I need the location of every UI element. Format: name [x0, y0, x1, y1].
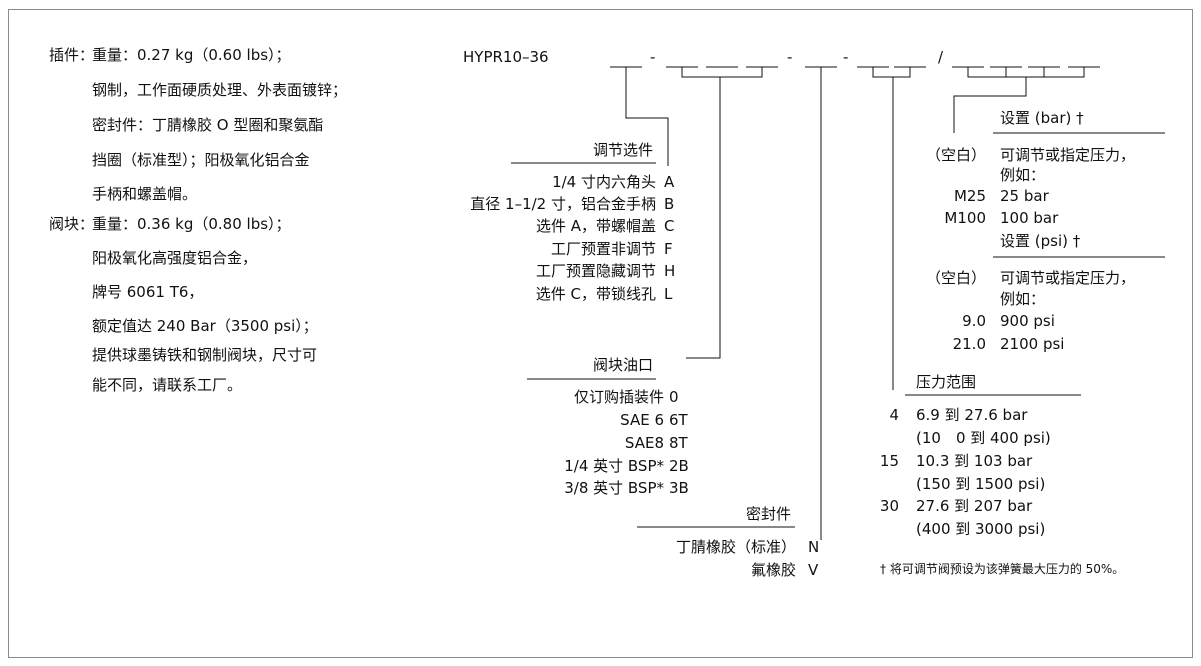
adjustment-code-l: L [664, 285, 673, 303]
code-dash-2: - [787, 48, 793, 66]
adjustment-label-b: 直径 1–1/2 寸，铝合金手柄 [470, 195, 656, 213]
setting-bar-desc-m25: 25 bar [1000, 187, 1049, 205]
pressure-30-bar: 27.6 到 207 bar [916, 497, 1033, 515]
seal-code-n: N [808, 538, 820, 556]
code-dash-1: - [650, 48, 656, 66]
setting-bar-code-m25: M25 [953, 187, 986, 205]
seal-label-n: 丁腈橡胶（标准） [675, 538, 796, 556]
ports-title: 阀块油口 [592, 356, 653, 374]
body-line-6: 能不同，请联系工厂。 [92, 376, 243, 394]
setting-bar-code-m100: M100 [944, 209, 986, 227]
cartridge-line-5: 手柄和螺盖帽。 [92, 185, 198, 203]
port-label-8t: SAE8 [624, 434, 664, 452]
setting-bar-title: 设置 (bar) † [1000, 109, 1084, 127]
document-frame [8, 9, 1193, 658]
cartridge-label: 插件： [49, 46, 95, 64]
port-label-6t: SAE 6 [620, 411, 664, 429]
cartridge-line-2: 钢制，工作面硬质处理、外表面镀锌； [92, 81, 348, 99]
pressure-code-4: 4 [889, 406, 899, 424]
port-code-8t: 8T [669, 434, 688, 452]
pressure-code-30: 30 [879, 497, 899, 515]
pressure-15-psi: (150 到 1500 psi) [916, 475, 1046, 493]
adjustment-code-b: B [664, 195, 675, 213]
port-code-0: 0 [669, 388, 679, 406]
pressure-30-psi: (400 到 3000 psi) [916, 520, 1046, 538]
port-code-2b: 2B [669, 457, 689, 475]
model-number: HYPR10–36 [463, 48, 549, 66]
setting-bar-code-blank: （空白） [925, 146, 986, 164]
pressure-4-bar: 6.9 到 27.6 bar [916, 406, 1028, 424]
port-code-6t: 6T [669, 411, 688, 429]
pressure-code-15: 15 [879, 452, 899, 470]
body-line-5: 提供球墨铸铁和钢制阀块，尺寸可 [92, 346, 318, 364]
setting-psi-code-blank: （空白） [925, 269, 986, 287]
adjustment-title: 调节选件 [592, 141, 653, 159]
adjustment-label-f: 工厂预置非调节 [550, 240, 656, 258]
adjustment-label-l: 选件 C，带锁线孔 [535, 285, 656, 303]
setting-bar-desc-1: 可调节或指定压力， [1000, 146, 1136, 164]
port-label-3b: 3/8 英寸 BSP* [564, 479, 664, 497]
port-label-0: 仅订购插装件 [573, 388, 664, 406]
footnote: † 将可调节阀预设为该弹簧最大压力的 50%。 [880, 562, 1125, 576]
code-dash-3: - [843, 48, 849, 66]
adjustment-code-h: H [664, 262, 676, 280]
adjustment-label-a: 1/4 寸内六角头 [552, 173, 656, 191]
seal-label-v: 氟橡胶 [750, 561, 796, 579]
setting-psi-code-21: 21.0 [952, 335, 986, 353]
adjustment-label-c: 选件 A，带螺帽盖 [535, 217, 656, 235]
adjustment-label-h: 工厂预置隐藏调节 [535, 262, 656, 280]
setting-psi-desc-9: 900 psi [1000, 312, 1055, 330]
body-line-4: 额定值达 240 Bar（3500 psi）； [92, 317, 318, 335]
pressure-15-bar: 10.3 到 103 bar [916, 452, 1033, 470]
port-code-3b: 3B [669, 479, 689, 497]
adjustment-code-a: A [664, 173, 675, 191]
setting-psi-title: 设置 (psi) † [1000, 232, 1081, 250]
setting-psi-desc-2: 例如： [1000, 290, 1046, 308]
body-line-1: 重量：0.36 kg（0.80 lbs）； [92, 215, 291, 233]
cartridge-line-4: 挡圈（标准型）；阳极氧化铝合金 [92, 151, 310, 169]
pressure-4-psi: (10 0 到 400 psi) [916, 429, 1051, 447]
setting-bar-desc-2: 例如： [1000, 166, 1046, 184]
body-label: 阀块： [49, 215, 95, 233]
cartridge-line-1: 重量：0.27 kg（0.60 lbs）； [92, 46, 291, 64]
setting-psi-code-9: 9.0 [962, 312, 986, 330]
port-label-2b: 1/4 英寸 BSP* [564, 457, 664, 475]
adjustment-code-c: C [664, 217, 675, 235]
code-slash: / [938, 48, 944, 66]
body-line-2: 阳极氧化高强度铝合金， [92, 249, 258, 267]
body-line-3: 牌号 6061 T6， [92, 283, 204, 301]
adjustment-code-f: F [664, 240, 673, 258]
pressure-title: 压力范围 [916, 373, 977, 391]
setting-psi-desc-21: 2100 psi [1000, 335, 1065, 353]
setting-bar-desc-m100: 100 bar [1000, 209, 1059, 227]
cartridge-line-3: 密封件：丁腈橡胶 O 型圈和聚氨酯 [92, 116, 324, 134]
seals-title: 密封件 [745, 505, 791, 523]
seal-code-v: V [808, 561, 819, 579]
setting-psi-desc-1: 可调节或指定压力， [1000, 269, 1136, 287]
